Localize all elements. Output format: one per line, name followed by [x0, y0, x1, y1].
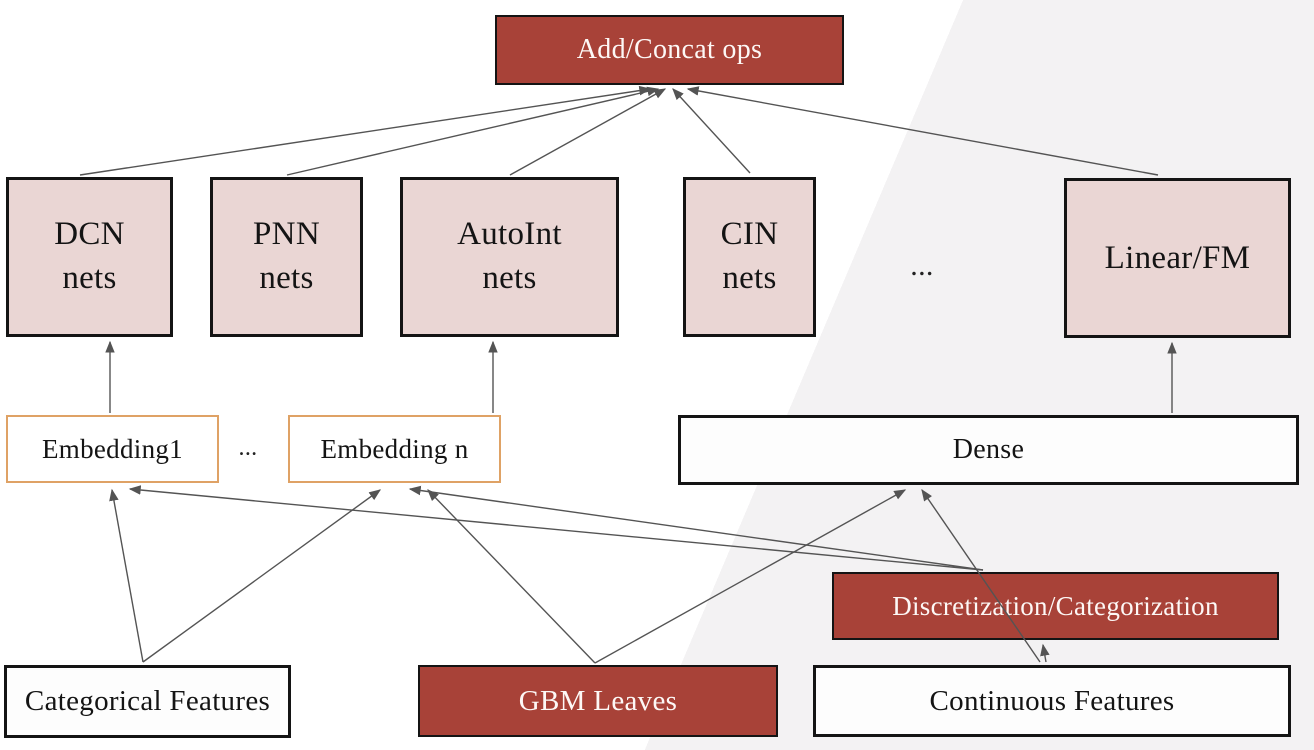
ellipsis-label: ...: [910, 249, 934, 282]
node-linear-fm: Linear/FM: [1064, 178, 1291, 338]
edge-discretization-to-embedding1: [128, 485, 984, 571]
ellipsis-label: ...: [238, 434, 258, 461]
node-label: Continuous Features: [929, 684, 1175, 717]
node-label: GBM Leaves: [518, 684, 678, 717]
node-embedding-n: Embedding n: [288, 415, 501, 483]
node-dcn-nets: DCN nets: [6, 177, 173, 337]
edge-discretization-to-embedding_n: [408, 485, 984, 571]
node-label: CIN: [720, 216, 779, 253]
node-label: nets: [482, 260, 537, 296]
edge-dcn-to-add_concat: [79, 85, 652, 176]
node-label: nets: [259, 260, 314, 296]
ellipsis-more-embeddings: ...: [226, 430, 270, 466]
node-cin-nets: CIN nets: [683, 177, 816, 337]
node-label: DCN: [54, 216, 125, 253]
node-label: nets: [62, 260, 117, 296]
node-embedding1: Embedding1: [6, 415, 219, 483]
node-label: AutoInt: [457, 216, 562, 253]
node-label: Add/Concat ops: [576, 34, 763, 65]
node-autoint-nets: AutoInt nets: [400, 177, 619, 337]
edge-categorical-to-embedding_n: [142, 489, 382, 663]
edge-autoint-to-add_concat: [509, 88, 667, 176]
edge-continuous-to-discretization: [1040, 643, 1050, 663]
node-gbm-leaves: GBM Leaves: [418, 665, 778, 737]
node-label: Dense: [952, 434, 1025, 465]
node-label: PNN: [253, 216, 320, 253]
node-categorical-features: Categorical Features: [4, 665, 291, 738]
node-add-concat-ops: Add/Concat ops: [495, 15, 844, 85]
edge-pnn-to-add_concat: [286, 86, 660, 176]
edge-linear_fm-to-add_concat: [686, 86, 1159, 176]
node-label: Embedding n: [320, 433, 469, 464]
node-dense: Dense: [678, 415, 1299, 485]
node-label: Discretization/Categorization: [892, 590, 1219, 621]
node-discretization-categorization: Discretization/Categorization: [832, 572, 1279, 640]
node-label: Embedding1: [42, 433, 183, 464]
ellipsis-more-nets: ...: [893, 246, 951, 286]
edge-categorical-to-embedding1: [109, 488, 144, 663]
edge-cin-to-add_concat: [672, 88, 751, 174]
node-label: nets: [722, 260, 777, 296]
edge-gbm-to-embedding_n: [427, 489, 596, 664]
node-pnn-nets: PNN nets: [210, 177, 363, 337]
node-continuous-features: Continuous Features: [813, 665, 1291, 737]
node-label: Linear/FM: [1104, 239, 1251, 276]
node-label: Categorical Features: [24, 685, 271, 717]
